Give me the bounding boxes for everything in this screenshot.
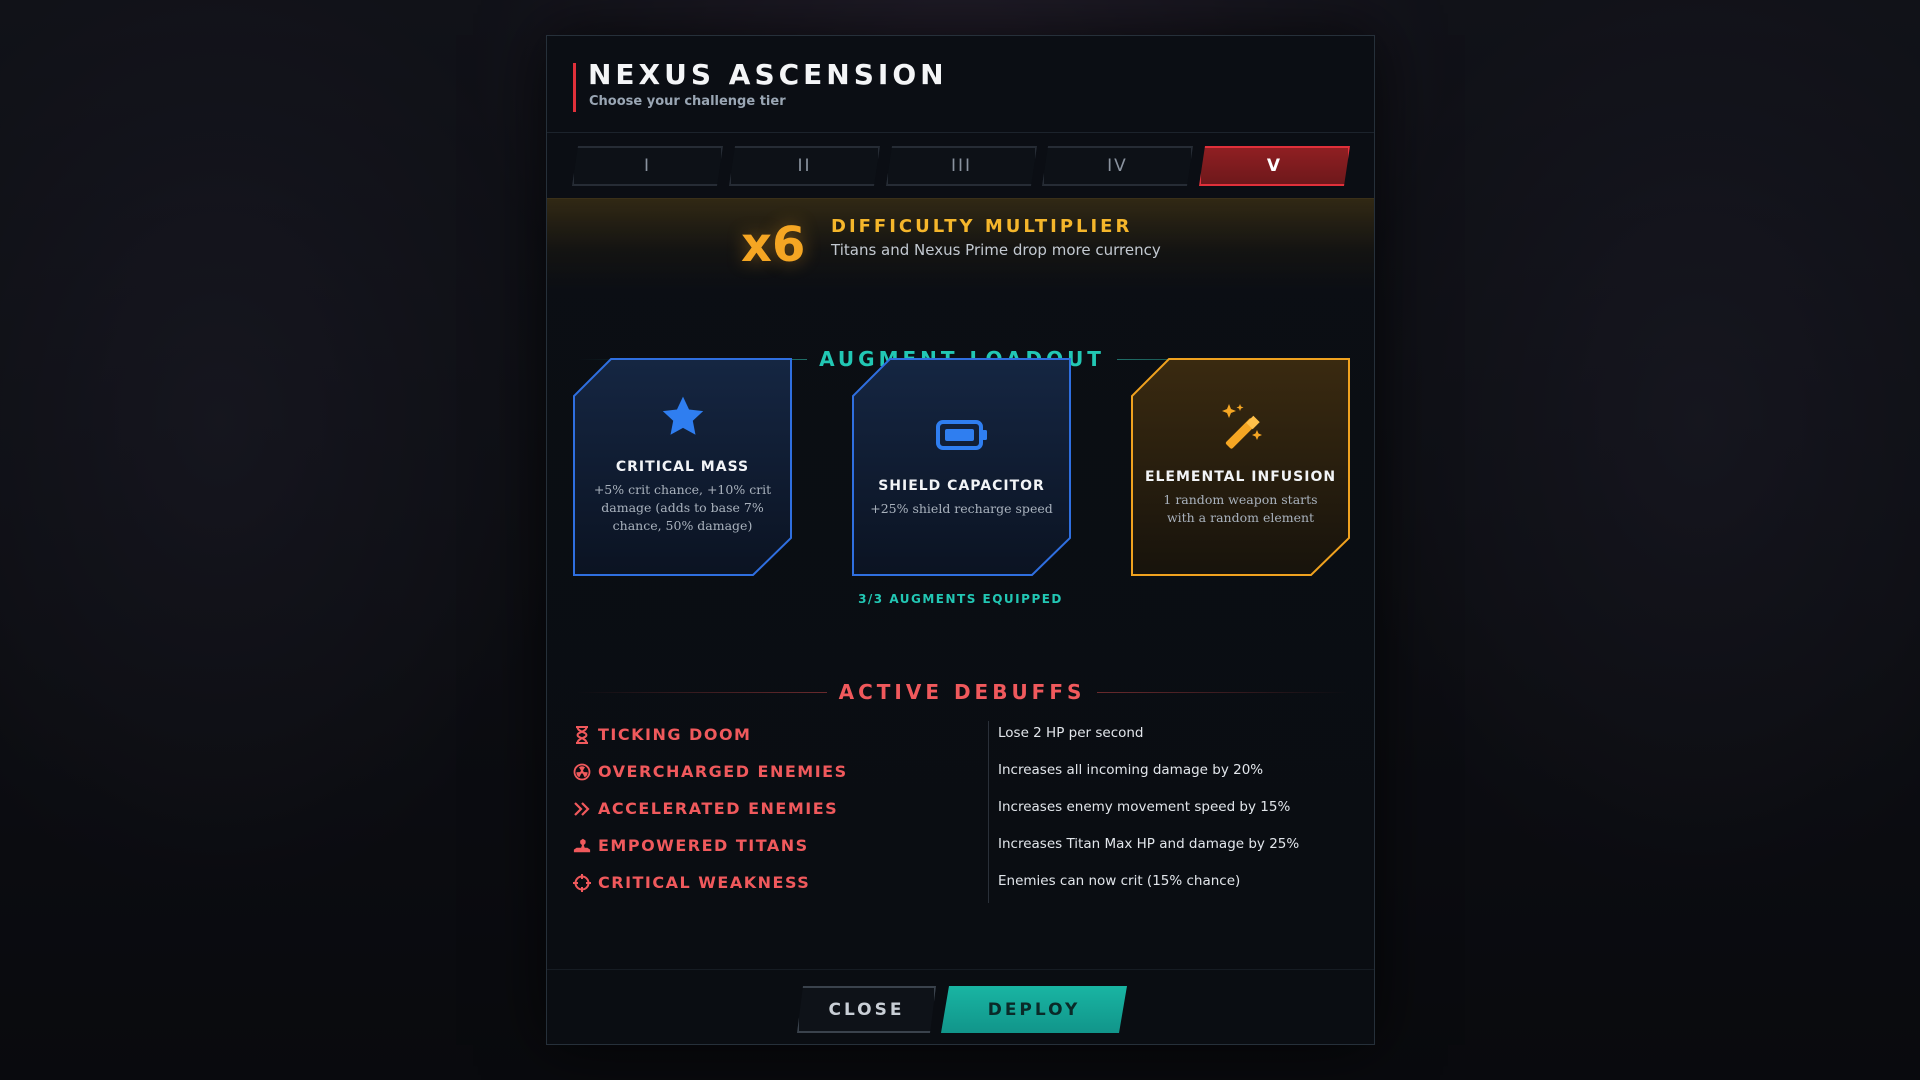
deploy-button[interactable]: DEPLOY	[941, 986, 1127, 1033]
modal-footer: CLOSE DEPLOY	[547, 969, 1374, 1046]
debuff-name: ACCELERATED ENEMIES	[598, 799, 839, 818]
star-icon	[573, 392, 792, 442]
titan-icon	[573, 837, 591, 855]
debuff-name: EMPOWERED TITANS	[598, 836, 809, 855]
augment-description: +5% crit chance, +10% crit damage (adds …	[593, 482, 772, 533]
crosshair-icon	[573, 874, 591, 892]
difficulty-subtitle: Titans and Nexus Prime drop more currenc…	[831, 241, 1161, 259]
heading-divider	[1097, 691, 1348, 693]
card-frame	[573, 358, 792, 576]
debuff-description: Enemies can now crit (15% chance)	[998, 873, 1241, 889]
augment-name: CRITICAL MASS	[615, 459, 750, 475]
debuff-name: OVERCHARGED ENEMIES	[598, 762, 848, 781]
difficulty-multiplier-value: x6	[741, 217, 806, 273]
augment-name: ELEMENTAL INFUSION	[1144, 469, 1337, 485]
radiation-icon	[573, 763, 591, 781]
debuff-name: TICKING DOOM	[598, 725, 752, 744]
tier-tab-3[interactable]: III	[886, 146, 1037, 186]
tier-selector: I II III IV V	[572, 146, 1354, 186]
close-button[interactable]: CLOSE	[797, 986, 936, 1033]
active-debuffs-label: ACTIVE DEBUFFS	[838, 680, 1086, 704]
modal-header: NEXUS ASCENSION Choose your challenge ti…	[547, 36, 1374, 133]
debuff-row: CRITICAL WEAKNESS Enemies can now crit (…	[573, 869, 1353, 899]
tier-tab-1[interactable]: I	[572, 146, 723, 186]
double-chevron-icon	[573, 800, 591, 818]
ascension-modal: NEXUS ASCENSION Choose your challenge ti…	[546, 35, 1375, 1045]
magic-wand-icon	[1131, 400, 1350, 452]
debuff-description: Increases Titan Max HP and damage by 25%	[998, 836, 1300, 852]
augment-description: +25% shield recharge speed	[870, 501, 1053, 516]
header-accent-bar	[573, 63, 576, 112]
modal-title: NEXUS ASCENSION	[588, 58, 948, 91]
card-frame	[852, 358, 1071, 576]
augment-card-shield-capacitor[interactable]: SHIELD CAPACITOR +25% shield recharge sp…	[852, 358, 1071, 576]
debuff-row: OVERCHARGED ENEMIES Increases all incomi…	[573, 758, 1353, 788]
tier-tab-5[interactable]: V	[1199, 146, 1350, 186]
difficulty-title: DIFFICULTY MULTIPLIER	[831, 216, 1133, 237]
modal-subtitle: Choose your challenge tier	[589, 94, 786, 109]
augment-card-critical-mass[interactable]: CRITICAL MASS +5% crit chance, +10% crit…	[573, 358, 792, 576]
augments-equipped-count: 3/3 AUGMENTS EQUIPPED	[858, 592, 1063, 606]
debuff-row: ACCELERATED ENEMIES Increases enemy move…	[573, 795, 1353, 825]
active-debuffs-heading: ACTIVE DEBUFFS	[577, 677, 1348, 707]
augment-card-elemental-infusion[interactable]: ELEMENTAL INFUSION 1 random weapon start…	[1131, 358, 1350, 576]
augment-description: 1 random weapon starts with a random ele…	[1163, 492, 1318, 525]
tier-tab-2[interactable]: II	[729, 146, 880, 186]
card-frame	[1131, 358, 1350, 576]
heading-divider	[577, 691, 827, 693]
augment-name: SHIELD CAPACITOR	[878, 478, 1045, 494]
debuff-description: Increases all incoming damage by 20%	[998, 762, 1264, 778]
debuff-row: TICKING DOOM Lose 2 HP per second	[573, 721, 1353, 751]
debuff-column-divider	[988, 721, 989, 903]
debuff-row: EMPOWERED TITANS Increases Titan Max HP …	[573, 832, 1353, 862]
battery-icon	[852, 418, 1071, 452]
difficulty-banner: x6 DIFFICULTY MULTIPLIER Titans and Nexu…	[547, 198, 1374, 292]
hourglass-icon	[573, 726, 591, 744]
debuff-name: CRITICAL WEAKNESS	[598, 873, 811, 892]
tier-tab-4[interactable]: IV	[1042, 146, 1193, 186]
debuff-description: Increases enemy movement speed by 15%	[998, 799, 1291, 815]
debuff-description: Lose 2 HP per second	[998, 725, 1144, 741]
